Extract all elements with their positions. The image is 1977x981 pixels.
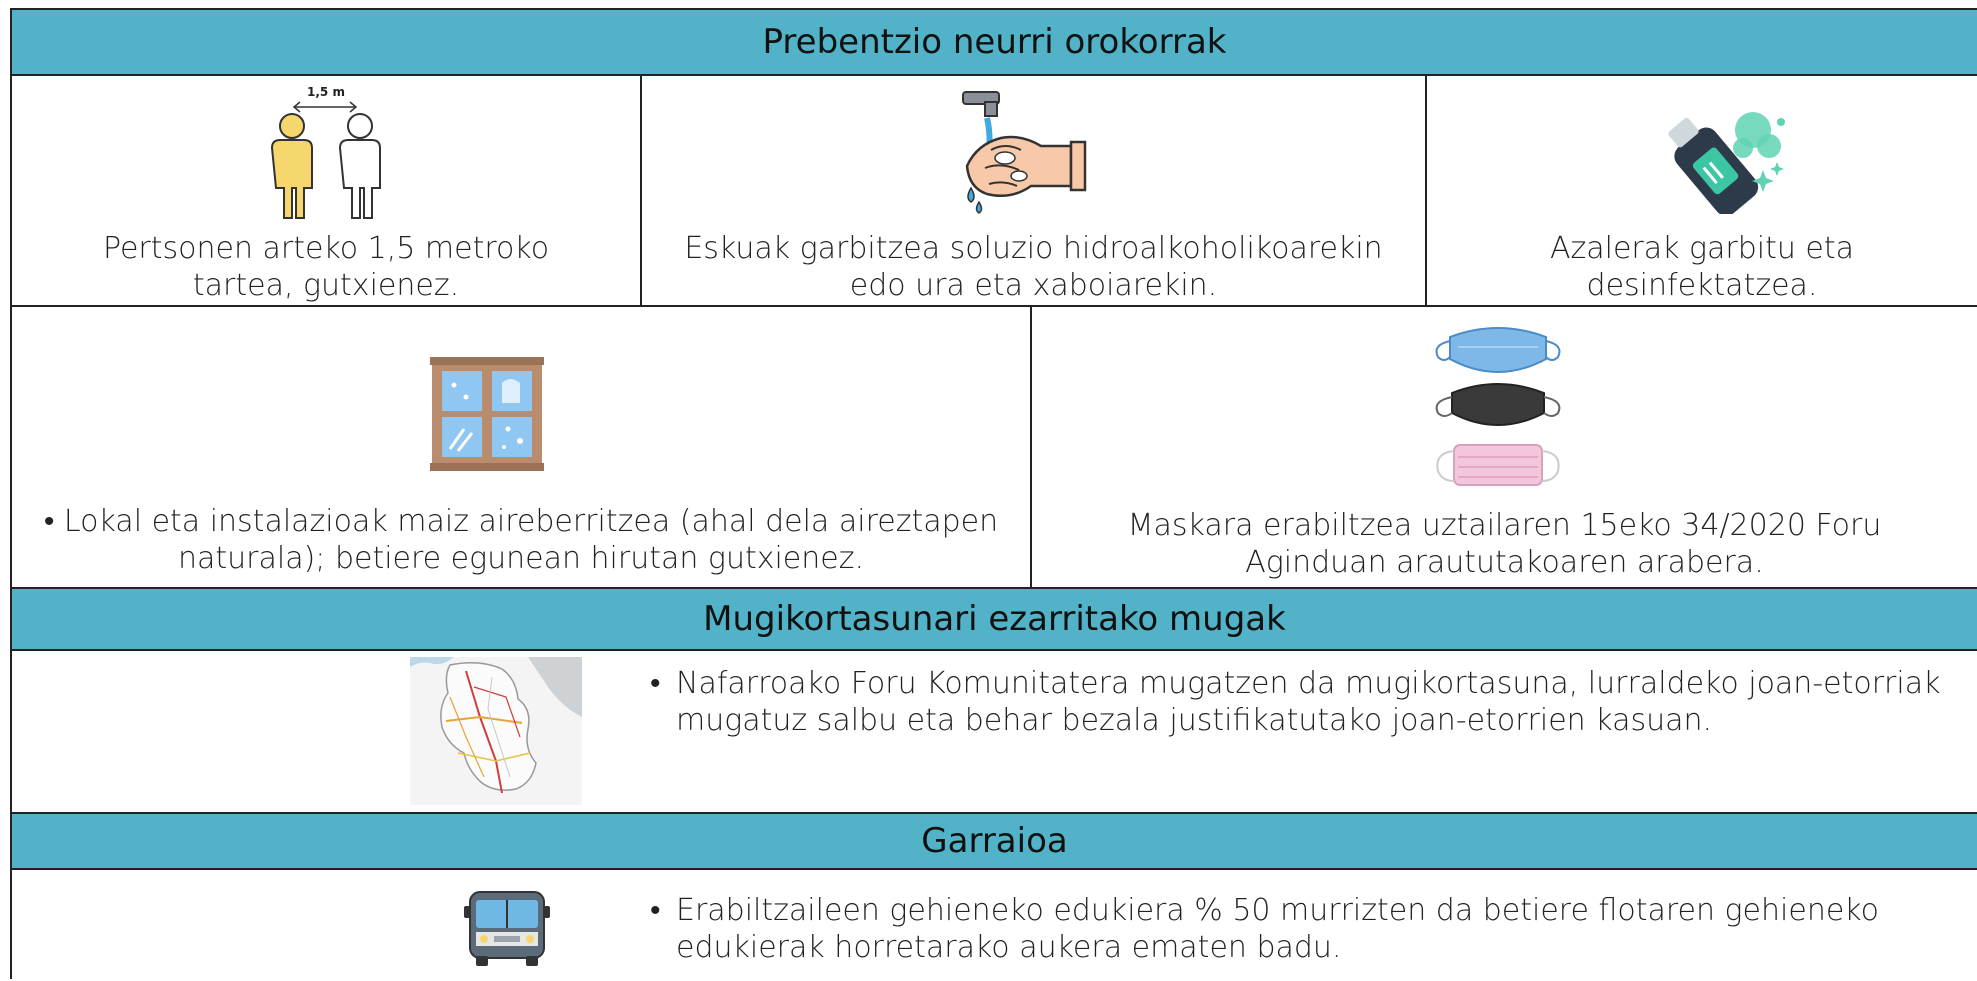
navarre-map-icon (410, 657, 582, 805)
masks-cell: Maskara erabiltzea uztailaren 15eko 34/2… (1032, 307, 1977, 587)
surfaces-cell: Azalerak garbitu eta desinfektatzea. (1427, 76, 1977, 305)
prevention-row-2: • Lokal eta instalazioak maiz aireberrit… (12, 307, 1977, 589)
handwash-caption: Eskuak garbitzea soluzio hidroalkoholiko… (684, 231, 1383, 303)
ventilation-caption: • Lokal eta instalazioak maiz aireberrit… (43, 504, 999, 576)
transport-bullet: • (650, 893, 661, 928)
bus-icon (464, 891, 550, 966)
distance-label: 1,5 m (307, 85, 345, 99)
social-distance-icon: 1,5 m (270, 85, 381, 219)
mobility-header: Mugikortasunari ezarritako mugak (12, 589, 1977, 651)
ventilation-cell: • Lokal eta instalazioak maiz aireberrit… (12, 307, 1032, 587)
ventilation-bullet: • (43, 504, 55, 539)
mobility-title: Mugikortasunari ezarritako mugak (703, 599, 1286, 639)
distance-caption: Pertsonen arteko 1,5 metroko tartea, gut… (102, 231, 550, 303)
measures-table: Prebentzio neurri orokorrak 1,5 m Pertso… (10, 8, 1977, 979)
mobility-row: • Nafarroako Foru Komunitatera mugatzen … (12, 651, 1977, 814)
prevention-title: Prebentzio neurri orokorrak (762, 22, 1227, 62)
transport-title: Garraioa (921, 821, 1068, 861)
distance-cell: 1,5 m Pertsonen arteko 1,5 metroko tarte… (12, 76, 642, 305)
mobility-text: • Nafarroako Foru Komunitatera mugatzen … (650, 666, 1941, 738)
transport-row: • Erabiltzaileen gehieneko edukiera % 50… (12, 870, 1977, 981)
surfaces-caption: Azalerak garbitu eta desinfektatzea. (1549, 231, 1855, 303)
transport-header: Garraioa (12, 814, 1977, 870)
disinfectant-spray-icon (1668, 112, 1785, 214)
handwash-cell: Eskuak garbitzea soluzio hidroalkoholiko… (642, 76, 1427, 305)
window-icon (430, 357, 544, 471)
prevention-row-1: 1,5 m Pertsonen arteko 1,5 metroko tarte… (12, 76, 1977, 307)
prevention-header: Prebentzio neurri orokorrak (12, 10, 1977, 76)
handwash-icon (962, 91, 1087, 214)
masks-caption: Maskara erabiltzea uztailaren 15eko 34/2… (1127, 508, 1882, 580)
mobility-bullet: • (650, 666, 661, 701)
face-masks-icon (1435, 327, 1561, 486)
transport-text: • Erabiltzaileen gehieneko edukiera % 50… (650, 893, 1879, 965)
